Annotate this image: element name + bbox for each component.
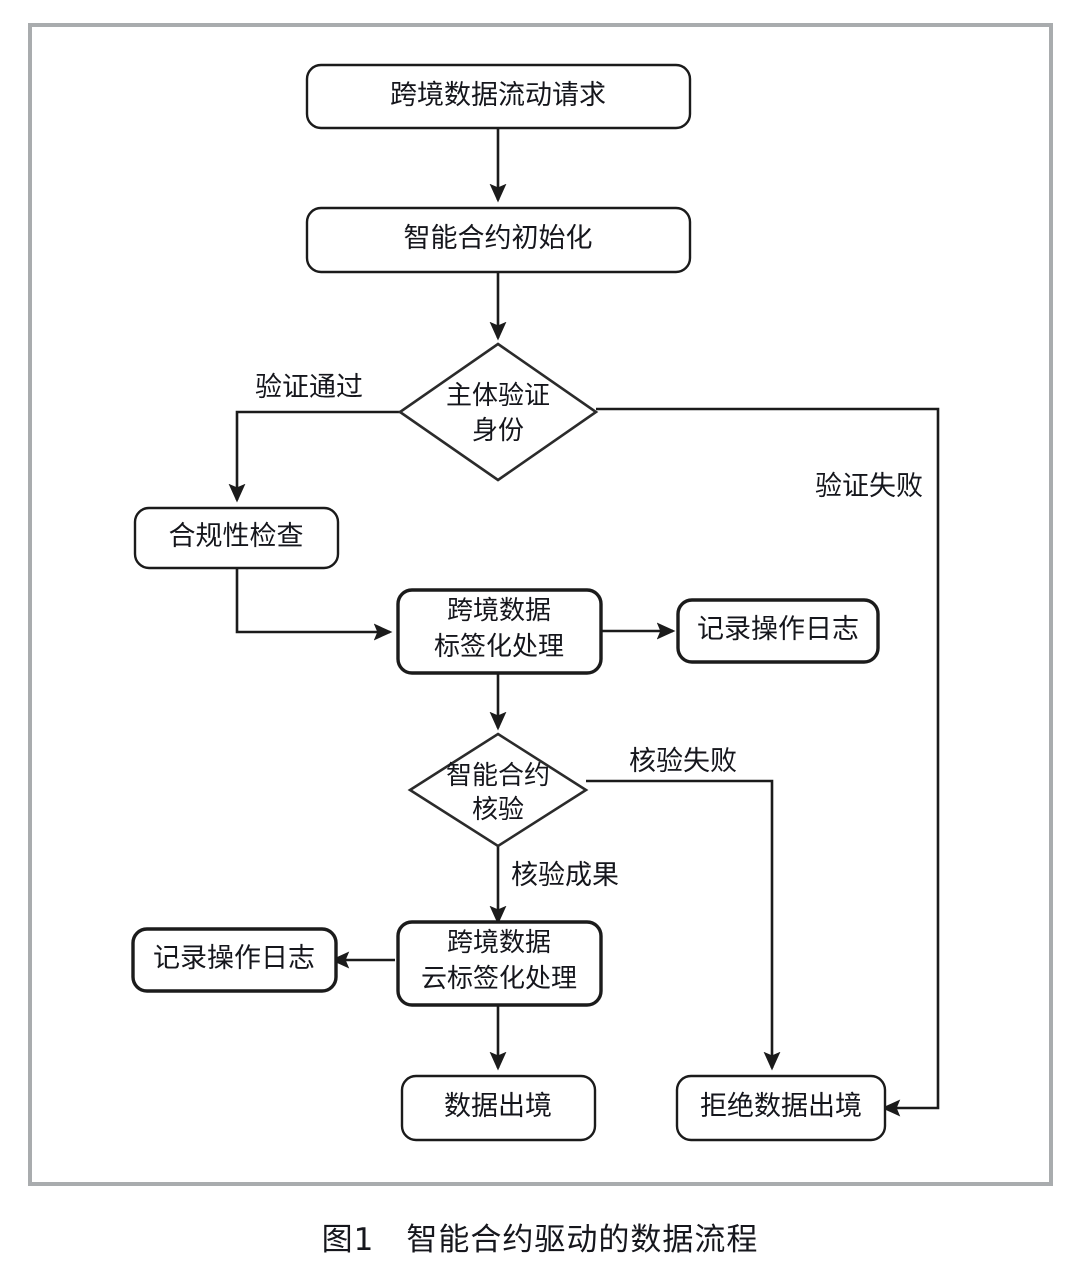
edge-compliance-to-tagging bbox=[235, 568, 393, 641]
node-reject-shape bbox=[675, 1074, 887, 1142]
node-log1-label: 记录操作日志 bbox=[697, 614, 859, 644]
node-contract-label-line2: 核验 bbox=[472, 795, 524, 824]
edge-verify-to-reject bbox=[596, 407, 940, 1117]
node-tagging-label-line2: 标签化处理 bbox=[434, 632, 564, 661]
node-reject-label: 拒绝数据出境 bbox=[700, 1091, 862, 1121]
node-request-label: 跨境数据流动请求 bbox=[390, 80, 606, 110]
node-cloudtag[interactable]: 跨境数据 云标签化处理 bbox=[396, 920, 603, 1007]
node-export-label: 数据出境 bbox=[444, 1091, 552, 1121]
node-log2-label: 记录操作日志 bbox=[153, 943, 315, 973]
node-cloudtag-label-line1: 跨境数据 bbox=[447, 928, 551, 957]
node-log1-shape bbox=[676, 598, 880, 664]
node-cloudtag-shape bbox=[396, 920, 603, 1007]
node-export[interactable]: 数据出境 bbox=[400, 1074, 597, 1142]
node-reject[interactable]: 拒绝数据出境 bbox=[675, 1074, 887, 1142]
node-contract-shape bbox=[407, 732, 589, 848]
node-compliance-label: 合规性检查 bbox=[169, 521, 304, 551]
node-tagging[interactable]: 跨境数据 标签化处理 bbox=[396, 588, 603, 675]
node-log2-shape bbox=[131, 927, 338, 993]
edge-verify-to-compliance bbox=[228, 410, 400, 503]
node-log1[interactable]: 记录操作日志 bbox=[676, 598, 880, 664]
node-init-label: 智能合约初始化 bbox=[404, 223, 593, 253]
node-init-shape bbox=[305, 206, 692, 274]
node-verify[interactable]: 主体验证 身份 bbox=[397, 342, 599, 482]
edge-label-verify-fail: 验证失败 bbox=[815, 471, 923, 501]
node-compliance-shape bbox=[133, 506, 340, 570]
node-log2[interactable]: 记录操作日志 bbox=[131, 927, 338, 993]
node-tagging-label-line1: 跨境数据 bbox=[447, 596, 551, 625]
node-compliance[interactable]: 合规性检查 bbox=[133, 506, 340, 570]
node-export-shape bbox=[400, 1074, 597, 1142]
node-verify-label-line1: 主体验证 bbox=[446, 381, 550, 410]
node-contract[interactable]: 智能合约 核验 bbox=[407, 732, 589, 848]
node-request-shape bbox=[305, 63, 692, 130]
node-verify-shape bbox=[397, 342, 599, 482]
node-cloudtag-label-line2: 云标签化处理 bbox=[421, 964, 577, 993]
edge-label-group: 验证通过 验证失败 核验失败 核验成果 bbox=[255, 372, 923, 890]
figure-caption: 图1 智能合约驱动的数据流程 bbox=[321, 1222, 759, 1258]
node-contract-label-line1: 智能合约 bbox=[446, 761, 550, 790]
node-verify-label-line2: 身份 bbox=[472, 416, 524, 445]
edge-label-check-pass: 核验成果 bbox=[511, 860, 619, 890]
flowchart-canvas: 跨境数据流动请求 智能合约初始化 主体验证 身份 合规性检查 跨境数据 标签化处… bbox=[131, 63, 940, 1142]
flow-connectors bbox=[228, 128, 940, 1117]
edge-label-verify-pass: 验证通过 bbox=[255, 372, 363, 402]
node-request[interactable]: 跨境数据流动请求 bbox=[305, 63, 692, 130]
node-tagging-shape bbox=[396, 588, 603, 675]
edge-contract-to-reject bbox=[586, 779, 781, 1071]
edge-label-check-fail: 核验失败 bbox=[629, 746, 737, 776]
node-init[interactable]: 智能合约初始化 bbox=[305, 206, 692, 274]
